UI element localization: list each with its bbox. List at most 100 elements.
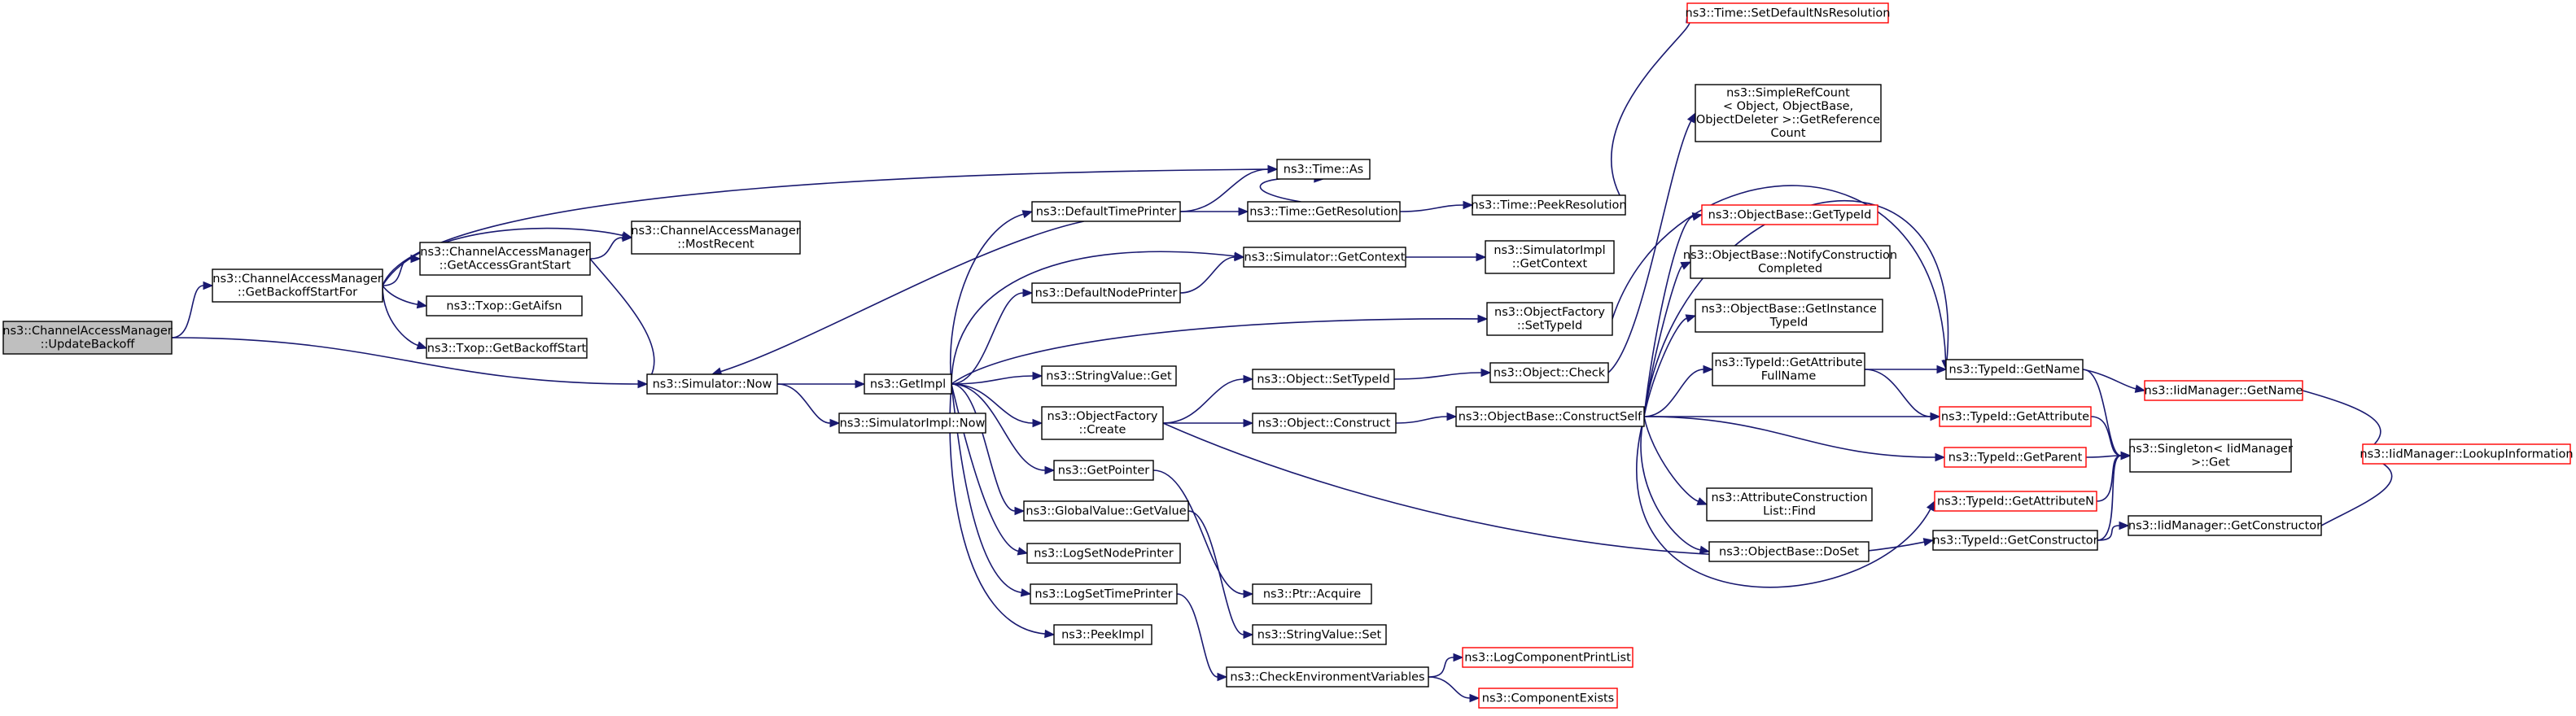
node-box: [1485, 240, 1615, 274]
node-most-recent[interactable]: ns3::ChannelAccessManager::MostRecent: [631, 220, 801, 255]
node-get-aifsn[interactable]: ns3::Txop::GetAifsn: [426, 295, 583, 317]
node-simple-ref-count[interactable]: ns3::SimpleRefCount< Object, ObjectBase,…: [1695, 84, 1882, 142]
node-object-base-get-type-id[interactable]: ns3::ObjectBase::GetTypeId: [1701, 204, 1878, 225]
arrowhead-icon: [2120, 451, 2132, 461]
edge-get-backoff-start-for-to-get-aifsn: [382, 285, 418, 305]
node-label: ns3::Singleton< IidManager: [2128, 443, 2293, 456]
node-box: [1686, 2, 1889, 24]
arrowhead-icon: [1022, 288, 1034, 298]
node-label: ns3::Ptr::Acquire: [1263, 587, 1361, 600]
edge-object-set-type-id-to-object-check: [1393, 372, 1482, 380]
node-get-impl[interactable]: ns3::GetImpl: [864, 373, 952, 395]
node-type-id-get-attribute-n[interactable]: ns3::TypeId::GetAttributeN: [1934, 491, 2097, 512]
node-get-backoff-start-for[interactable]: ns3::ChannelAccessManager::GetBackoffSta…: [212, 268, 383, 303]
node-box: [426, 338, 588, 359]
node-ptr-acquire[interactable]: ns3::Ptr::Acquire: [1252, 583, 1372, 605]
node-label: Count: [1770, 127, 1805, 140]
node-box: [1455, 406, 1645, 427]
arrowhead-icon: [1021, 210, 1034, 219]
node-label: List::Find: [1763, 505, 1816, 518]
node-label: ns3::Simulator::GetContext: [1244, 251, 1406, 264]
node-log-set-node-printer[interactable]: ns3::LogSetNodePrinter: [1026, 543, 1181, 564]
arrowhead-icon: [1699, 545, 1711, 554]
node-get-backoff-start[interactable]: ns3::Txop::GetBackoffStart: [426, 338, 588, 359]
node-sim-now[interactable]: ns3::Simulator::Now: [646, 373, 778, 395]
node-label: ns3::LogSetTimePrinter: [1034, 587, 1172, 600]
node-string-value-set[interactable]: ns3::StringValue::Set: [1252, 624, 1387, 645]
arrowhead-icon: [1480, 368, 1492, 378]
node-label: ns3::ObjectBase::ConstructSelf: [1459, 410, 1642, 423]
node-label: TypeId: [1769, 317, 1808, 330]
node-object-factory-set-type-id[interactable]: ns3::ObjectFactory::SetTypeId: [1486, 302, 1613, 336]
node-object-factory-create[interactable]: ns3::ObjectFactory::Create: [1041, 406, 1164, 440]
arrowhead-icon: [622, 233, 633, 242]
node-get-access-grant-start[interactable]: ns3::ChannelAccessManager::GetAccessGran…: [419, 242, 591, 276]
node-label: FullName: [1761, 370, 1817, 383]
node-label: ::GetBackoffStartFor: [238, 286, 357, 299]
node-label: < Object, ObjectBase,: [1723, 100, 1853, 113]
node-type-id-get-constructor[interactable]: ns3::TypeId::GetConstructor: [1932, 530, 2098, 551]
node-iid-get-name[interactable]: ns3::IidManager::GetName: [2144, 380, 2303, 401]
node-default-node-printer[interactable]: ns3::DefaultNodePrinter: [1031, 282, 1181, 303]
node-log-component-print-list[interactable]: ns3::LogComponentPrintList: [1462, 647, 1634, 668]
node-label: ObjectDeleter >::GetReference: [1696, 114, 1880, 127]
node-object-construct[interactable]: ns3::Object::Construct: [1252, 413, 1397, 434]
arrowhead-icon: [1243, 589, 1254, 599]
edge-get-impl-to-get-pointer: [951, 383, 1046, 471]
node-sim-get-context[interactable]: ns3::Simulator::GetContext: [1243, 247, 1406, 268]
node-time-peek-resolution[interactable]: ns3::Time::PeekResolution: [1471, 194, 1627, 216]
node-type-id-get-parent[interactable]: ns3::TypeId::GetParent: [1944, 447, 2087, 468]
node-lookup-information[interactable]: ns3::IidManager::LookupInformation: [2360, 443, 2574, 465]
node-box: [1252, 413, 1397, 434]
edge-check-env-vars-to-log-component-print-list: [1428, 657, 1454, 678]
node-get-pointer[interactable]: ns3::GetPointer: [1053, 460, 1154, 481]
node-label: ns3::LogSetNodePrinter: [1034, 547, 1174, 560]
node-label: ns3::Simulator::Now: [653, 378, 772, 391]
node-string-value-get[interactable]: ns3::StringValue::Get: [1041, 365, 1177, 386]
edge-construct-self-to-do-set: [1640, 416, 1701, 551]
node-type-id-get-attribute[interactable]: ns3::TypeId::GetAttribute: [1939, 406, 2092, 427]
node-box: [1478, 688, 1618, 709]
node-component-exists[interactable]: ns3::ComponentExists: [1478, 688, 1618, 709]
node-object-check[interactable]: ns3::Object::Check: [1489, 362, 1609, 383]
arrowhead-icon: [1044, 465, 1056, 475]
node-label: ::Create: [1079, 424, 1126, 437]
node-global-value-get-value[interactable]: ns3::GlobalValue::GetValue: [1023, 500, 1189, 522]
node-iid-get-constructor[interactable]: ns3::IidManager::GetConstructor: [2128, 515, 2322, 536]
node-box: [1462, 647, 1634, 668]
arrowhead-icon: [1017, 547, 1029, 556]
edge-sim-now-to-sim-impl-now: [776, 383, 831, 424]
edge-construct-self-to-get-attribute-full-name: [1643, 369, 1704, 417]
node-object-set-type-id[interactable]: ns3::Object::SetTypeId: [1252, 369, 1395, 390]
node-do-set[interactable]: ns3::ObjectBase::DoSet: [1708, 541, 1870, 562]
node-construct-self[interactable]: ns3::ObjectBase::ConstructSelf: [1455, 406, 1645, 427]
arrowhead-icon: [1476, 252, 1487, 262]
node-type-id-get-name[interactable]: ns3::TypeId::GetName: [1945, 359, 2084, 380]
node-set-default-ns-resolution[interactable]: ns3::Time::SetDefaultNsResolution: [1686, 2, 1891, 24]
node-update-backoff[interactable]: ns3::ChannelAccessManager::UpdateBackoff: [2, 321, 173, 355]
node-sim-impl-get-context[interactable]: ns3::SimulatorImpl::GetContext: [1485, 240, 1615, 274]
edge-type-id-get-name-to-iid-get-name: [2082, 369, 2136, 390]
node-time-as[interactable]: ns3::Time::As: [1276, 159, 1371, 180]
node-box: [2362, 443, 2571, 465]
arrowhead-icon: [2119, 521, 2130, 530]
arrowhead-icon: [2134, 384, 2146, 393]
node-time-get-resolution[interactable]: ns3::Time::GetResolution: [1247, 201, 1401, 222]
node-peek-impl[interactable]: ns3::PeekImpl: [1053, 624, 1152, 645]
node-log-set-time-printer[interactable]: ns3::LogSetTimePrinter: [1030, 583, 1178, 605]
node-label: ns3::TypeId::GetParent: [1948, 451, 2083, 464]
edge-object-factory-create-to-object-set-type-id: [1162, 378, 1244, 424]
node-label: ns3::TypeId::GetAttribute: [1941, 410, 2089, 423]
node-sim-impl-now[interactable]: ns3::SimulatorImpl::Now: [838, 413, 986, 434]
node-label: ns3::ComponentExists: [1482, 692, 1615, 705]
node-box: [864, 373, 952, 395]
node-default-time-printer[interactable]: ns3::DefaultTimePrinter: [1031, 201, 1181, 222]
node-check-env-vars[interactable]: ns3::CheckEnvironmentVariables: [1226, 666, 1429, 688]
node-notify-construction[interactable]: ns3::ObjectBase::NotifyConstructionCompl…: [1683, 245, 1897, 279]
arrowhead-icon: [1267, 164, 1279, 174]
edge-construct-self-to-get-instance-type-id: [1643, 317, 1687, 417]
node-singleton-get[interactable]: ns3::Singleton< IidManager>::Get: [2128, 439, 2293, 473]
